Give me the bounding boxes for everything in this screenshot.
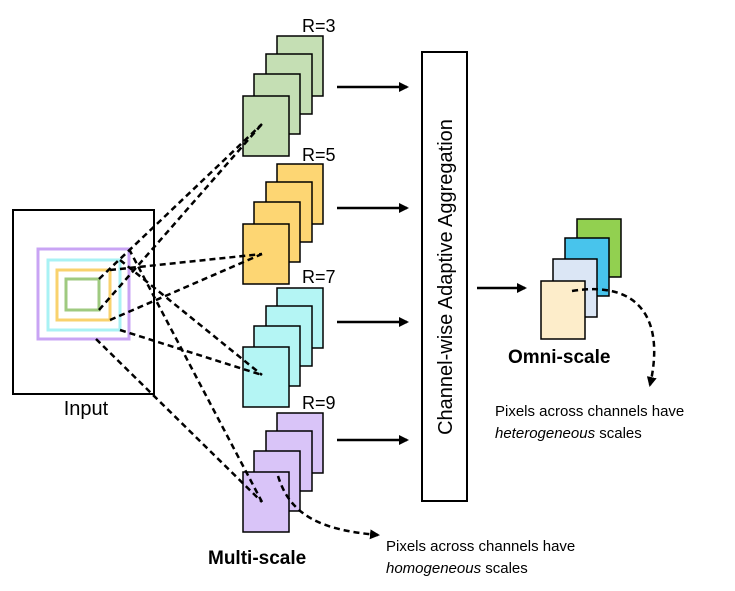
- input-scale-squares: [36, 247, 131, 341]
- multi-scale-title: Multi-scale: [208, 548, 306, 569]
- stack-card: [242, 223, 290, 285]
- projection-lines: [95, 123, 264, 503]
- multi-note-italic: homogeneous: [386, 560, 482, 577]
- scale-square-r9: [36, 247, 131, 341]
- branch-stack-r5: [242, 163, 324, 285]
- omni-note-italic: heterogeneous: [495, 425, 596, 442]
- input-label: Input: [64, 398, 109, 420]
- branch-label-r5: R=5: [302, 145, 336, 165]
- multi-note-line2: homogeneous scales: [386, 560, 528, 577]
- projection-line: [98, 123, 263, 311]
- omni-note-line2: heterogeneous scales: [495, 425, 642, 442]
- multi-note-line1: Pixels across channels have: [386, 538, 575, 555]
- stack-card: [242, 346, 290, 408]
- projection-line: [95, 338, 263, 503]
- branch-stack-r7: [242, 287, 324, 408]
- omni-card: [540, 280, 586, 340]
- scale-square-r3: [64, 277, 101, 312]
- aggregation-label: Channel-wise Adaptive Aggregation: [435, 119, 457, 435]
- omni-scale-stack: [540, 218, 622, 340]
- aggregation-box: [421, 51, 468, 502]
- input-frame: [12, 209, 155, 395]
- omni-scale-title: Omni-scale: [508, 347, 610, 368]
- branch-stack-r3: [242, 35, 324, 157]
- projection-line: [119, 328, 263, 377]
- multi-note-rest: scales: [481, 560, 528, 577]
- omni-note-line1: Pixels across channels have: [495, 403, 684, 420]
- branch-stack-r9: [242, 412, 324, 533]
- scale-square-r5: [55, 268, 112, 322]
- projection-line: [98, 123, 263, 280]
- branch-label-r9: R=9: [302, 393, 336, 413]
- omni-note-pointer: [571, 288, 657, 387]
- branch-label-r3: R=3: [302, 16, 336, 36]
- projection-line: [109, 252, 263, 322]
- branch-arrows: [337, 82, 409, 445]
- stack-card: [242, 95, 290, 157]
- multi-note-pointer: [276, 475, 380, 540]
- projection-line: [127, 248, 264, 503]
- omni-note-rest: scales: [595, 425, 642, 442]
- scale-square-r7: [46, 258, 122, 332]
- branch-label-r7: R=7: [302, 267, 336, 287]
- projection-line: [109, 252, 263, 272]
